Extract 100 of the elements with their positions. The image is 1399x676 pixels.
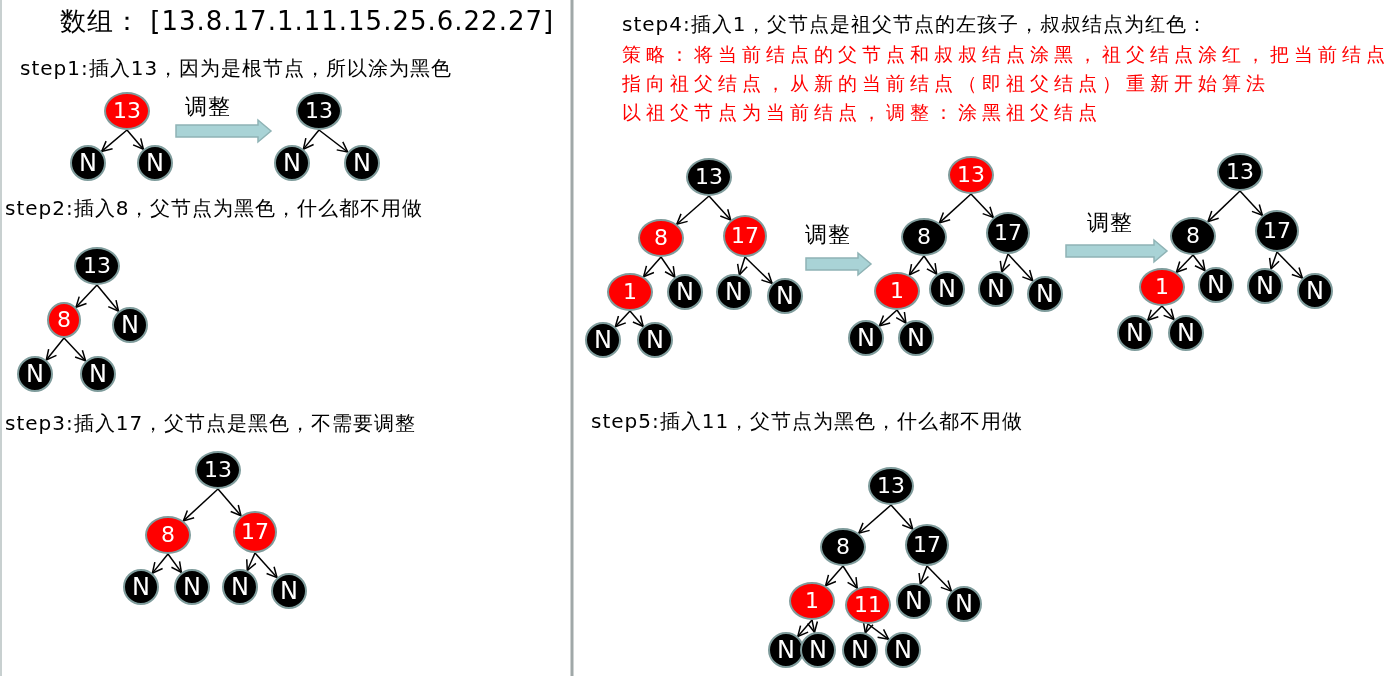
tree-node: N	[1168, 315, 1204, 351]
tree-node: 1	[607, 273, 653, 311]
arrow	[797, 619, 813, 638]
arrow	[254, 552, 278, 579]
step-text: step5:插入11，父节点为黑色，什么都不用做	[591, 408, 1024, 435]
tree-node: N	[1247, 268, 1283, 304]
tree-node: N	[896, 583, 932, 619]
arrow	[302, 129, 320, 150]
arrow	[878, 309, 898, 327]
arrow	[100, 129, 128, 153]
tree-node: N	[70, 145, 106, 181]
tree-node: 17	[1255, 210, 1299, 252]
arrow	[1207, 190, 1241, 223]
arrow	[75, 284, 98, 309]
arrow	[999, 253, 1011, 273]
tree-node: 11	[845, 586, 891, 624]
tree-node: 17	[723, 215, 767, 257]
tree-node: N	[112, 307, 148, 343]
tree-node: N	[1297, 273, 1333, 309]
tree-node: N	[898, 320, 934, 356]
arrow	[246, 552, 257, 572]
transition-arrow	[175, 118, 273, 144]
tree-node: N	[1117, 315, 1153, 351]
arrow	[923, 255, 938, 275]
tree-node: N	[344, 145, 380, 181]
tree-node: N	[274, 145, 310, 181]
tree-node: 17	[986, 212, 1030, 254]
tree-node: N	[885, 632, 921, 668]
strategy-text: 策略：将当前结点的父节点和叔叔结点涂黑，祖父结点涂红，把当前结点指向祖父结点，从新的当前结点（即祖父结点）重新开始算法	[622, 42, 1391, 96]
arrow	[642, 256, 662, 278]
arrow	[629, 310, 644, 328]
arrow	[970, 193, 994, 219]
tree-node: 8	[901, 218, 947, 256]
arrow	[126, 129, 145, 151]
tree-node: N	[137, 145, 173, 181]
tree-node: 17	[233, 511, 277, 553]
tree-node: N	[848, 320, 884, 356]
tree-node: 13	[1217, 153, 1263, 191]
arrow	[1239, 190, 1264, 217]
step-text: step3:插入17，父节点是黑色，不需要调整	[5, 410, 417, 437]
arrow	[151, 553, 169, 574]
arrow	[1007, 253, 1034, 282]
arrow	[1175, 254, 1194, 273]
tree-node: N	[946, 586, 982, 622]
tree-node: 1	[789, 582, 835, 620]
arrow	[1192, 254, 1206, 272]
arrow	[824, 565, 844, 587]
arrow	[938, 193, 972, 224]
arrow	[676, 195, 710, 225]
tree-node: N	[271, 573, 307, 609]
tree-node: N	[174, 569, 210, 605]
strategy-text: 以祖父节点为当前结点，调整：涂黑祖父结点	[622, 100, 1102, 125]
tree-node: 13	[104, 92, 150, 130]
tree-node: N	[929, 271, 965, 307]
transition-arrow	[805, 251, 873, 277]
step-text: step1:插入13，因为是根节点，所以涂为黑色	[20, 55, 453, 82]
arrow	[45, 337, 65, 361]
tree-node: N	[716, 274, 752, 310]
tree-node: 1	[874, 272, 920, 310]
tree-node: N	[768, 632, 804, 668]
tree-node: 1	[1139, 268, 1185, 306]
tree-node: N	[637, 322, 673, 358]
tree-node: N	[80, 356, 116, 392]
arrow	[1146, 305, 1163, 322]
arrow	[736, 256, 748, 276]
tree-node: N	[767, 278, 803, 314]
tree-node: N	[1198, 267, 1234, 303]
arrow	[1276, 251, 1304, 279]
tree-node: 8	[820, 528, 866, 566]
arrow	[217, 488, 242, 517]
arrow	[926, 565, 953, 592]
step-text: step2:插入8，父节点为黑色，什么都不用做	[5, 195, 424, 222]
tree-node: 8	[638, 219, 684, 257]
tree-node: N	[123, 569, 159, 605]
arrow	[862, 621, 874, 634]
arrow	[806, 619, 819, 634]
tree-node: N	[17, 356, 53, 392]
tree-node: 8	[47, 302, 81, 338]
tree-node: 13	[296, 92, 342, 130]
tree-node: N	[978, 271, 1014, 307]
arrow	[167, 553, 183, 574]
arrow	[842, 565, 858, 589]
tree-node: 13	[948, 156, 994, 194]
arrow	[63, 337, 87, 362]
arrow	[182, 488, 219, 522]
arrow	[895, 309, 907, 324]
tree-node: N	[1027, 276, 1063, 312]
arrow	[708, 195, 732, 221]
tree-node: 17	[905, 524, 949, 566]
tree-node: N	[667, 274, 703, 310]
arrow	[614, 310, 631, 328]
arrow	[96, 284, 120, 312]
tree-node: 8	[1170, 217, 1216, 255]
arrow	[858, 504, 892, 534]
arrow	[918, 565, 930, 585]
tree-node: N	[800, 632, 836, 668]
tree-node: N	[842, 632, 878, 668]
arrow	[660, 256, 676, 278]
transition-arrow	[1065, 238, 1169, 264]
arrow	[908, 255, 925, 276]
